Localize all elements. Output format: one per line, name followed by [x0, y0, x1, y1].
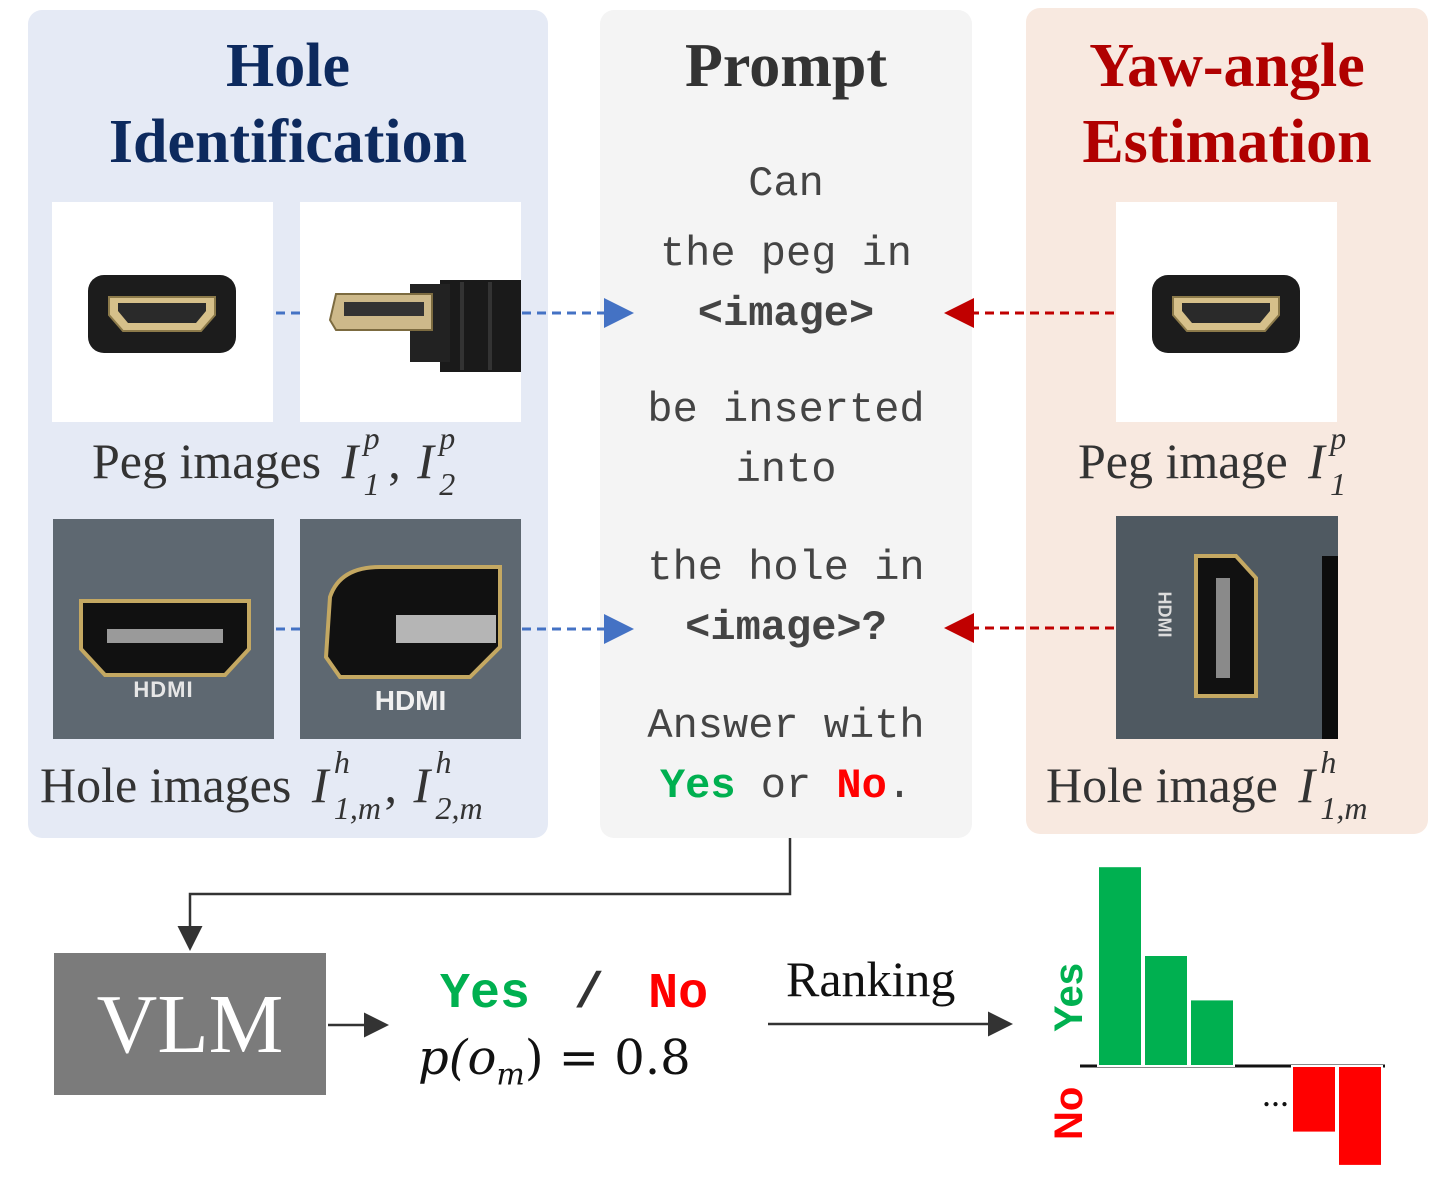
prob-sub: m	[496, 1057, 525, 1093]
hdmi-plug-front-icon	[88, 275, 236, 353]
yes-no-output: Yes / No	[440, 966, 708, 1023]
output-no: No	[648, 966, 709, 1023]
title-line: Hole	[226, 32, 350, 100]
caption-text: Peg image	[1078, 433, 1288, 489]
prompt-image-token: <image>?	[685, 604, 887, 652]
caption-text: Hole image	[1046, 757, 1278, 813]
vlm-box: VLM	[54, 953, 326, 1095]
prob-rest: ) = 0.8	[524, 1030, 691, 1086]
prompt-line: the hole in	[647, 544, 925, 592]
yaw-angle-title: Yaw-angle Estimation	[1026, 28, 1428, 180]
probability-output: p(om) = 0.8	[418, 1030, 691, 1093]
caption-text: Hole images	[40, 757, 292, 813]
hole-image-1: HDMI	[53, 519, 274, 739]
math-sup: h	[435, 744, 452, 780]
yes-bar	[1097, 865, 1143, 1068]
hdmi-port-rotated-icon	[1194, 554, 1338, 739]
hole-identification-title: Hole Identification	[28, 28, 548, 180]
right-peg-image	[1116, 202, 1337, 422]
math-comma: ,	[388, 433, 401, 489]
peg-image-2	[300, 202, 521, 422]
output-slash: /	[574, 966, 605, 1023]
math-sub: 1	[363, 466, 380, 502]
no-bar	[1337, 1065, 1383, 1167]
yes-axis-label: Yes	[1047, 963, 1091, 1032]
prompt-image-token: <image>	[697, 290, 875, 338]
yes-bar	[1143, 954, 1189, 1067]
math-sub: 1,m	[1320, 790, 1368, 826]
hdmi-port-angle-icon	[323, 565, 502, 679]
hdmi-label: HDMI	[374, 685, 447, 716]
hdmi-label: HDMI	[133, 677, 194, 702]
math-symbol: I	[413, 757, 431, 813]
math-sup: p	[1330, 420, 1347, 456]
math-symbol: I	[1298, 757, 1316, 813]
math-sub: 2,m	[435, 790, 483, 826]
ellipsis-label: ...	[1262, 1074, 1289, 1114]
math-symbol: I	[341, 433, 359, 489]
answer-no: No	[836, 762, 887, 810]
title-line: Yaw-angle	[1089, 32, 1365, 100]
no-bar	[1291, 1065, 1337, 1134]
answer-end: .	[886, 762, 913, 810]
peg-image-1	[52, 202, 273, 422]
prompt-line: Answer with	[647, 702, 925, 750]
prompt-line: into	[735, 446, 837, 494]
output-yes: Yes	[440, 966, 531, 1023]
prompt-to-vlm-arrow	[177, 838, 792, 951]
right-hole-image: HDMI	[1116, 516, 1338, 739]
ranking-chart: ... Yes No	[1047, 865, 1385, 1167]
prob-text: p(o	[418, 1030, 497, 1086]
title-line: Identification	[108, 108, 468, 176]
yes-bar	[1189, 998, 1235, 1067]
math-sup: p	[439, 420, 456, 456]
math-sup: h	[1320, 744, 1337, 780]
prompt-title: Prompt	[684, 32, 888, 100]
caption-text: Peg images	[92, 433, 322, 489]
prompt-line: be inserted	[647, 386, 925, 434]
hdmi-port-icon	[79, 599, 251, 677]
prompt-line: the peg in	[659, 230, 913, 278]
answer-yes: Yes	[659, 762, 736, 810]
hdmi-plug-angle-icon	[328, 280, 521, 372]
math-symbol: I	[311, 757, 329, 813]
math-symbol: I	[417, 433, 434, 489]
title-line: Estimation	[1082, 108, 1372, 176]
ranking-label: Ranking	[786, 951, 956, 1007]
no-axis-label: No	[1047, 1087, 1091, 1140]
math-sup: h	[333, 744, 350, 780]
prompt-answer-line: Yes or No.	[600, 762, 972, 810]
math-sub: 1	[1330, 466, 1347, 502]
hole-image-2: HDMI	[300, 519, 521, 739]
math-symbol: I	[1308, 433, 1325, 489]
prompt-panel	[600, 10, 972, 838]
math-sup: p	[363, 420, 380, 456]
prompt-line: Can	[748, 160, 824, 208]
hdmi-plug-front-icon	[1152, 275, 1300, 353]
math-comma: ,	[384, 757, 397, 813]
answer-or: or	[735, 762, 837, 810]
math-sub: 2	[439, 466, 456, 502]
math-sub: 1,m	[333, 790, 381, 826]
